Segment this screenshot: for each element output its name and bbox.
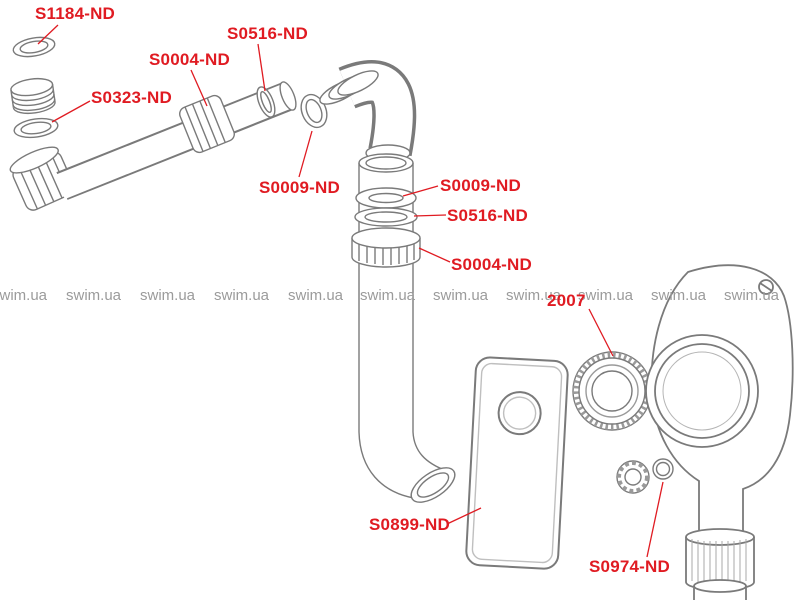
label-s0004-left: S0004-ND xyxy=(149,50,230,69)
threaded-ring xyxy=(572,351,652,431)
label-s0323: S0323-ND xyxy=(91,88,172,107)
leader-lines xyxy=(37,24,664,558)
watermark: swim.ua xyxy=(0,287,48,304)
threaded-collar xyxy=(10,77,56,115)
label-s0974: S0974-ND xyxy=(589,557,670,576)
union-nut-s0004-right xyxy=(351,227,421,268)
label-2007: 2007 xyxy=(547,291,586,310)
label-s0004-right: S0004-ND xyxy=(451,255,532,274)
label-s0899: S0899-ND xyxy=(369,515,450,534)
label-s0516-left: S0516-ND xyxy=(227,24,308,43)
watermark: swim.ua xyxy=(433,287,489,304)
watermark: swim.ua xyxy=(506,287,562,304)
seal-ring-s0516-right xyxy=(354,207,418,227)
oring-s0009-right xyxy=(355,187,417,209)
elbow-pipe xyxy=(319,60,417,162)
watermark: swim.ua xyxy=(578,287,634,304)
watermark: swim.ua xyxy=(140,287,196,304)
gasket-ring-s0323 xyxy=(13,117,59,139)
gasket-ring-s1184 xyxy=(12,36,56,58)
watermark: swim.ua xyxy=(724,287,780,304)
diagonal-pipe xyxy=(55,81,297,200)
label-s1184: S1184-ND xyxy=(35,4,116,23)
watermark: swim.ua xyxy=(66,287,122,304)
oring-s0974 xyxy=(652,458,674,480)
watermark: swim.ua xyxy=(651,287,707,304)
union-nut-bottom-left xyxy=(9,146,75,211)
cover-plate-s0899 xyxy=(465,356,569,570)
watermark: swim.ua xyxy=(360,287,416,304)
seal-ring-s0516-left xyxy=(256,86,276,118)
watermark: swim.ua xyxy=(214,287,270,304)
label-s0009-left: S0009-ND xyxy=(259,178,340,197)
label-s0009-right: S0009-ND xyxy=(440,176,521,195)
siphon-body xyxy=(645,264,794,600)
watermark: swim.ua xyxy=(288,287,344,304)
knurled-nut xyxy=(616,460,650,494)
label-s0516-right: S0516-ND xyxy=(447,206,528,225)
union-nut-s0004-left xyxy=(179,94,235,154)
